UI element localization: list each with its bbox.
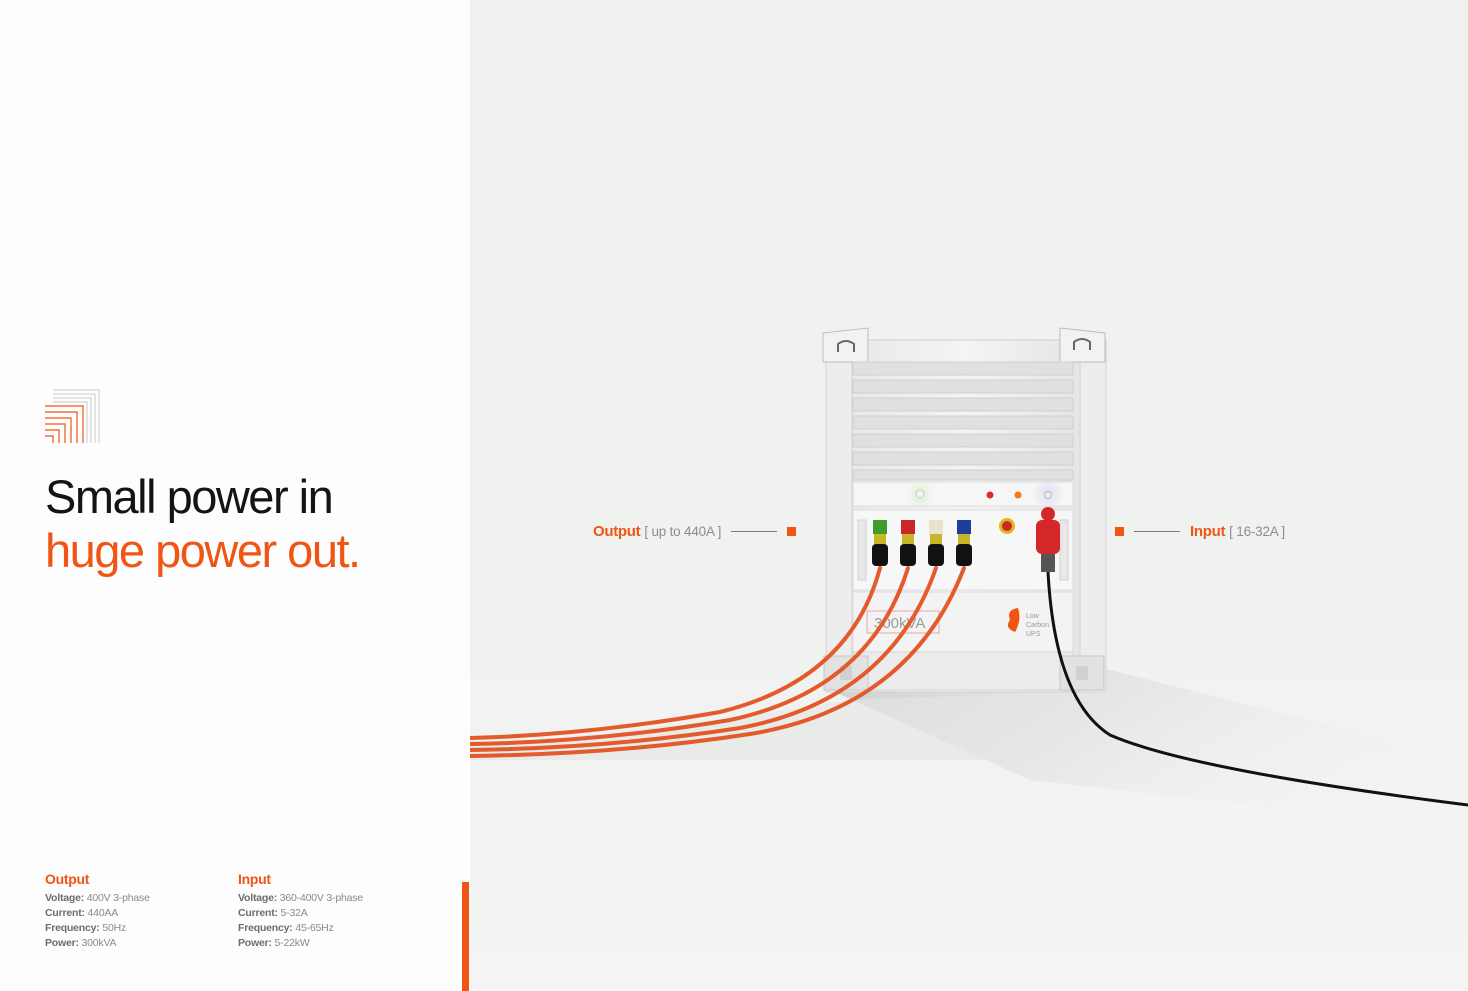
spec-key: Frequency: (45, 922, 100, 934)
input-callout: Input [ 16-32A ] (1115, 521, 1285, 541)
headline-line-1: Small power in (45, 470, 334, 523)
spec-key: Voltage: (45, 892, 85, 904)
output-callout-label: Output (593, 522, 641, 540)
headline-line-2: huge power out. (45, 524, 361, 577)
spec-value: 300kVA (81, 937, 117, 949)
input-callout-marker (1115, 526, 1124, 536)
output-specs: Output Voltage: 400V 3-phase Current: 44… (45, 871, 235, 951)
spec-value: 440AA (87, 907, 119, 919)
spec-row: Current: 5-32A (238, 906, 428, 921)
brand-line-3: UPS (1026, 631, 1041, 638)
spec-key: Current: (45, 907, 85, 919)
page-headline: Small power in huge power out. (45, 470, 361, 578)
output-callout-marker (787, 526, 797, 536)
spec-row: Voltage: 400V 3-phase (45, 891, 235, 906)
spec-value: 50Hz (102, 922, 127, 934)
spec-row: Power: 300kVA (45, 936, 235, 951)
spec-key: Current: (238, 907, 278, 919)
output-connectors (872, 507, 1060, 572)
spec-key: Power: (45, 937, 79, 949)
output-specs-title: Output (45, 871, 90, 887)
spec-key: Frequency: (238, 922, 293, 934)
input-cable (1046, 571, 1468, 807)
product-image-panel: 300kVA Low Carbon UPS (470, 0, 1468, 991)
spec-value: 360-400V 3-phase (279, 892, 363, 904)
left-panel: Small power in huge power out. Output Vo… (0, 0, 470, 991)
spec-key: Power: (238, 937, 272, 949)
spec-value: 5-32A (280, 907, 308, 919)
ups-cabinet: 300kVA Low Carbon UPS (822, 327, 1107, 693)
spec-key: Voltage: (238, 892, 278, 904)
output-callout-range: [ up to 440A ] (644, 523, 722, 539)
spec-row: Frequency: 45-65Hz (238, 921, 428, 936)
spec-row: Voltage: 360-400V 3-phase (238, 891, 428, 906)
brand-logo-icon (45, 389, 100, 443)
input-callout-range: [ 16-32A ] (1229, 523, 1285, 539)
input-callout-label: Input (1190, 522, 1226, 540)
output-cables (470, 566, 966, 758)
spec-value: 5-22kW (274, 937, 310, 949)
spec-value: 400V 3-phase (86, 892, 150, 904)
input-specs-title: Input (238, 871, 271, 887)
brand-line-1: Low (1026, 613, 1040, 620)
spec-row: Current: 440AA (45, 906, 235, 921)
spec-row: Frequency: 50Hz (45, 921, 235, 936)
input-callout-line (1134, 530, 1180, 532)
output-callout-line (731, 530, 778, 532)
leaf-icon (1007, 608, 1020, 632)
input-specs: Input Voltage: 360-400V 3-phase Current:… (238, 871, 428, 951)
spec-row: Power: 5-22kW (238, 936, 428, 951)
spec-value: 45-65Hz (295, 922, 334, 934)
accent-bar (462, 882, 469, 991)
brand-line-2: Carbon (1026, 622, 1049, 629)
output-callout: Output [ up to 440A ] (593, 521, 797, 541)
ups-unit-illustration: 300kVA Low Carbon UPS (470, 327, 1468, 830)
